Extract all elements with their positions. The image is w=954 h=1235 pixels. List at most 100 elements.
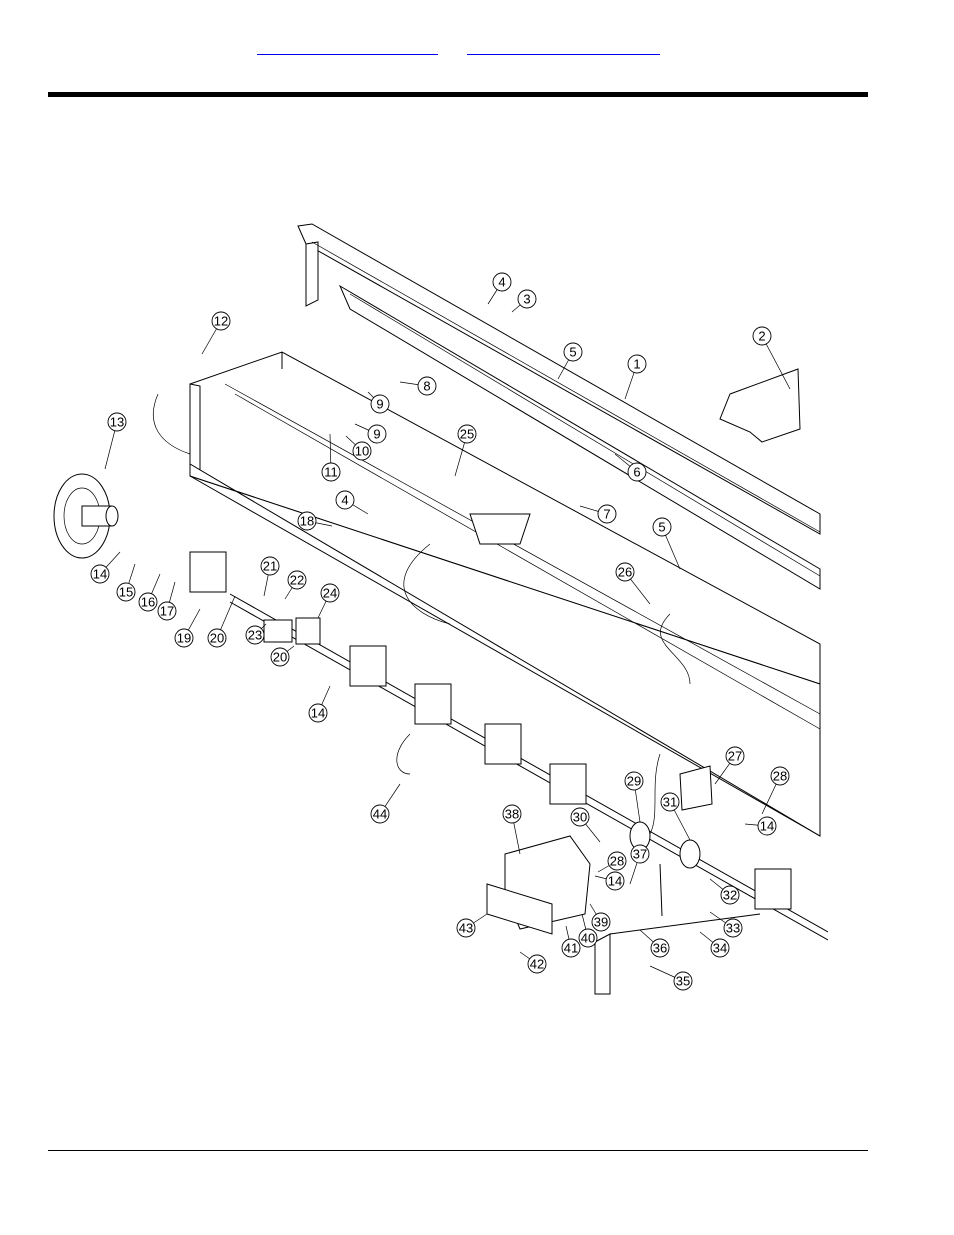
callout-3: 3	[511, 289, 537, 313]
header-rule	[48, 92, 868, 97]
top-link-2[interactable]	[467, 40, 660, 55]
callout-19: 19	[174, 608, 201, 648]
callout-label: 28	[610, 854, 624, 869]
callout-20: 20	[270, 645, 295, 667]
callout-label: 21	[263, 559, 277, 574]
footer-rule	[48, 1150, 868, 1151]
callout-label: 20	[273, 650, 287, 665]
callout-5: 5	[557, 342, 583, 380]
callout-label: 15	[119, 585, 133, 600]
callout-label: 31	[663, 795, 677, 810]
callout-label: 8	[423, 379, 430, 394]
callout-14: 14	[308, 685, 331, 723]
callout-13: 13	[104, 412, 127, 470]
callout-label: 16	[141, 595, 155, 610]
callout-2: 2	[752, 326, 791, 390]
callout-label: 27	[728, 749, 742, 764]
callout-11: 11	[321, 433, 341, 482]
callout-label: 40	[581, 931, 595, 946]
callout-label: 22	[290, 573, 304, 588]
callout-label: 37	[633, 847, 647, 862]
callout-44: 44	[370, 783, 401, 824]
callout-41: 41	[561, 925, 581, 958]
callout-6: 6	[614, 453, 647, 482]
callout-15: 15	[116, 563, 136, 602]
callout-14: 14	[744, 816, 777, 836]
callout-24: 24	[317, 583, 340, 619]
callout-label: 25	[460, 427, 474, 442]
callout-40: 40	[578, 913, 598, 948]
callout-37: 37	[629, 844, 650, 885]
frame-rail	[297, 223, 821, 590]
callout-33: 33	[709, 911, 743, 938]
callout-16: 16	[138, 573, 161, 612]
callout-25: 25	[454, 424, 477, 477]
callout-label: 28	[773, 769, 787, 784]
callout-20: 20	[207, 595, 236, 648]
callout-label: 18	[300, 514, 314, 529]
callout-label: 6	[633, 465, 640, 480]
callout-32: 32	[709, 878, 740, 905]
callout-14: 14	[90, 551, 121, 584]
callout-label: 10	[355, 444, 369, 459]
callout-4: 4	[487, 272, 512, 305]
callout-42: 42	[519, 951, 547, 974]
callout-34: 34	[699, 931, 730, 958]
callout-label: 7	[603, 507, 610, 522]
callout-label: 26	[618, 565, 632, 580]
callout-label: 2	[758, 329, 765, 344]
callout-36: 36	[639, 929, 670, 958]
callout-label: 39	[594, 915, 608, 930]
callout-21: 21	[260, 556, 280, 597]
callout-9: 9	[354, 423, 387, 444]
callout-label: 5	[569, 345, 576, 360]
callout-35: 35	[649, 965, 693, 991]
callout-18: 18	[297, 511, 333, 531]
callout-label: 14	[760, 819, 774, 834]
callout-label: 9	[376, 397, 383, 412]
callout-9: 9	[367, 391, 390, 414]
callout-39: 39	[589, 903, 611, 932]
callout-label: 11	[324, 465, 338, 480]
callout-label: 34	[713, 941, 727, 956]
callout-label: 1	[633, 357, 640, 372]
callout-1: 1	[624, 354, 647, 400]
callout-label: 19	[177, 631, 191, 646]
callout-label: 29	[627, 774, 641, 789]
callout-label: 20	[210, 631, 224, 646]
callout-label: 14	[311, 706, 325, 721]
callout-label: 24	[323, 586, 337, 601]
callout-label: 14	[93, 567, 107, 582]
callout-17: 17	[157, 581, 177, 621]
callout-label: 23	[248, 628, 262, 643]
callout-28: 28	[761, 766, 790, 815]
callout-43: 43	[456, 913, 488, 938]
callout-7: 7	[579, 504, 617, 524]
callout-12: 12	[201, 311, 231, 355]
callout-4: 4	[335, 490, 369, 515]
top-link-1[interactable]	[257, 40, 438, 55]
callout-30: 30	[570, 807, 601, 843]
callout-22: 22	[284, 570, 307, 600]
callout-10: 10	[345, 435, 372, 461]
callout-label: 30	[573, 810, 587, 825]
callout-14: 14	[594, 871, 625, 891]
callout-label: 4	[498, 275, 505, 290]
callout-label: 13	[110, 415, 124, 430]
callout-26: 26	[615, 562, 651, 605]
callout-label: 42	[530, 957, 544, 972]
callout-31: 31	[660, 792, 691, 841]
callout-27: 27	[714, 746, 745, 785]
callout-label: 36	[653, 941, 667, 956]
callout-8: 8	[399, 376, 437, 396]
callout-label: 41	[564, 941, 578, 956]
callout-label: 35	[676, 974, 690, 989]
callout-5: 5	[652, 517, 681, 570]
callout-label: 38	[505, 807, 519, 822]
callout-38: 38	[502, 804, 522, 855]
callout-label: 5	[658, 520, 665, 535]
callout-label: 32	[723, 888, 737, 903]
callout-29: 29	[624, 771, 644, 823]
